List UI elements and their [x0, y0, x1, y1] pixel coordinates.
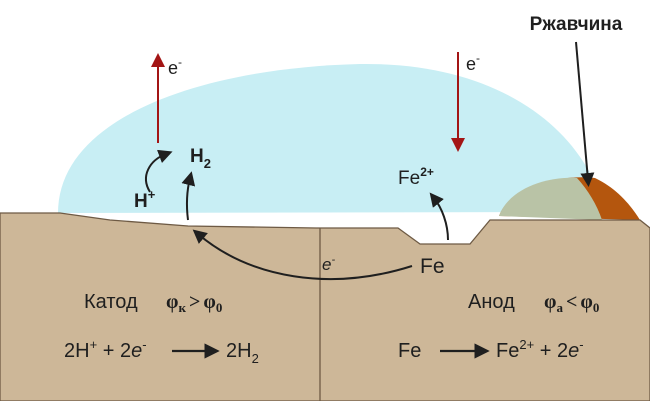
cathode-equation: 2H+ + 2e- [64, 337, 147, 362]
fe2-ion-label: Fe2+ [398, 165, 434, 189]
electron-flow-arrow [192, 229, 413, 280]
rust-pointer-arrow [575, 41, 595, 187]
electron-label-left: e- [168, 55, 182, 78]
cathode-equation-product: 2H2 [226, 340, 259, 366]
anode-equation-rhs: Fe2+ + 2e- [496, 337, 584, 362]
electron-flow-label: e- [322, 254, 335, 274]
rust-label: Ржавчина [530, 14, 623, 35]
rust-overlap-area [499, 177, 602, 220]
fe-dissolve-arrow [429, 192, 449, 241]
surface-to-h2-arrow [181, 171, 196, 221]
h2-label: H2 [190, 146, 211, 171]
electron-label-right: e- [466, 51, 480, 74]
h-plus-to-h2-arrow [145, 149, 173, 193]
anode-title: Анод [468, 291, 515, 313]
cathode-potential: φк>φ0 [166, 291, 222, 315]
anode-potential: φа<φ0 [544, 291, 599, 315]
cathode-title: Катод [84, 291, 138, 313]
fe-atom-label: Fe [420, 255, 445, 278]
anode-equation-lhs: Fe [398, 340, 421, 362]
h-plus-label: H+ [134, 187, 156, 212]
